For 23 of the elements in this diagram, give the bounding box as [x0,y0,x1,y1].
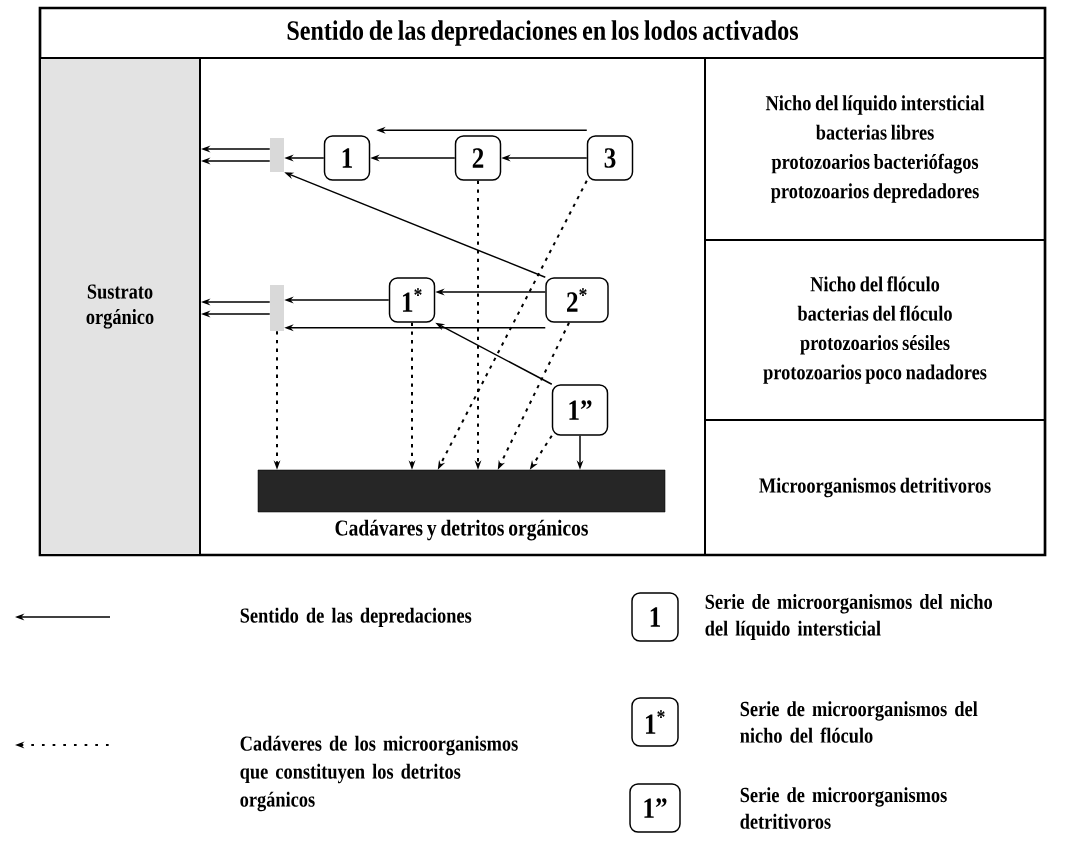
legend-text: Serie de microorganismos del nicho del líquido intersticial [705,594,992,640]
debris-bar: Cadávares y detritos orgánicos [257,469,666,541]
substrate-column: Sustrato orgánico [39,57,201,556]
niche-box: Nicho del líquido intersticial bacterias libres protozoarios bacteriófagos protozoarios depredadores [704,57,1046,241]
legend-text: Serie de microorganismos del nicho del flóculo [740,701,978,743]
legend-text: Cadáveres de los microorganismos que constituyen los detritos orgánicos [240,735,518,812]
dotted-patch [270,285,284,331]
legend-text: Serie de microorganismos detritivoros [740,787,947,829]
dotted-patch [270,138,284,172]
node-label: Cadávares y detritos orgánicos [335,519,588,541]
number-box: 3 [586,135,634,181]
number-box: 1 [323,135,371,181]
number-box: 2 [454,135,502,181]
number-box: 1$^{*}$ [631,697,679,747]
niche-box: Microorganismos detritivoros [704,419,1046,556]
number-box: 1 [631,592,679,642]
niche-box: Nicho del flóculo bacterias del flóculo protozoarios sésiles protozoarios poco nadadores [704,239,1046,421]
title-band: Sentido de las depredaciones en los lodos activados [39,7,1046,59]
legend-text: Sentido de las depredaciones [240,607,472,628]
number-box: 2$^{*}$ [545,277,609,323]
number-box: 1” [629,783,681,833]
number-box: 1” [551,384,609,436]
number-box: 1$^{*}$ [388,277,436,323]
